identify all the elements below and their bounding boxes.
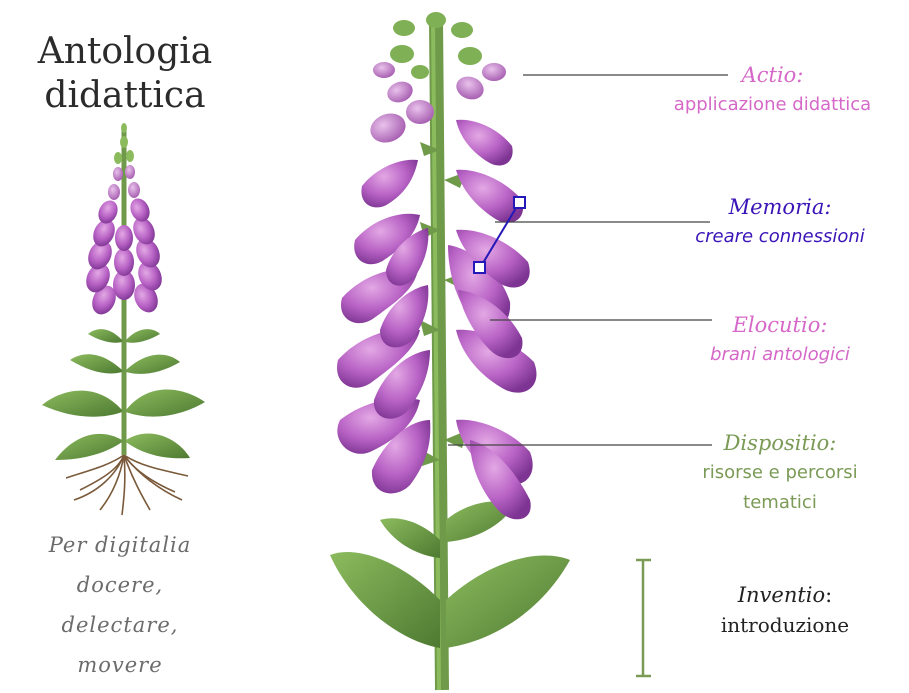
dispositio-title: Dispositio: (665, 428, 895, 458)
stage-dispositio: Dispositio: risorse e percorsi tematici (665, 428, 895, 518)
motto-line-3: delectare, (0, 605, 240, 645)
handle-start[interactable] (474, 262, 485, 273)
inventio-bracket (636, 560, 651, 676)
motto-line-1: Per digitalia (0, 525, 240, 565)
motto: Per digitalia docere, delectare, movere (0, 525, 240, 685)
memoria-subtitle: creare connessioni (665, 222, 895, 252)
handle-end[interactable] (514, 197, 525, 208)
elocutio-title: Elocutio: (670, 310, 890, 340)
stage-actio: Actio: applicazione didattica (640, 60, 905, 120)
motto-line-2: docere, (0, 565, 240, 605)
actio-subtitle: applicazione didattica (640, 90, 905, 120)
dispositio-subtitle-line-1: risorse e percorsi (665, 458, 895, 488)
actio-title: Actio: (640, 60, 905, 90)
inventio-title-colon: : (825, 583, 832, 607)
dispositio-subtitle-line-2: tematici (665, 488, 895, 518)
page-title: Antologia didattica (30, 30, 220, 118)
title-line-1: Antologia (30, 30, 220, 74)
foxglove-illustration (330, 12, 570, 690)
stage-elocutio: Elocutio: brani antologici (670, 310, 890, 370)
memoria-title: Memoria: (665, 192, 895, 222)
inventio-title-word: Inventio (738, 583, 825, 607)
stage-memoria: Memoria: creare connessioni (665, 192, 895, 252)
foxglove-with-roots-illustration (42, 123, 205, 515)
motto-line-4: movere (0, 645, 240, 685)
elocutio-subtitle: brani antologici (670, 340, 890, 370)
inventio-title: Inventio: (690, 580, 880, 610)
title-line-2: didattica (30, 74, 220, 118)
inventio-subtitle: introduzione (690, 610, 880, 640)
roots (66, 455, 188, 515)
stage-inventio: Inventio: introduzione (690, 580, 880, 640)
